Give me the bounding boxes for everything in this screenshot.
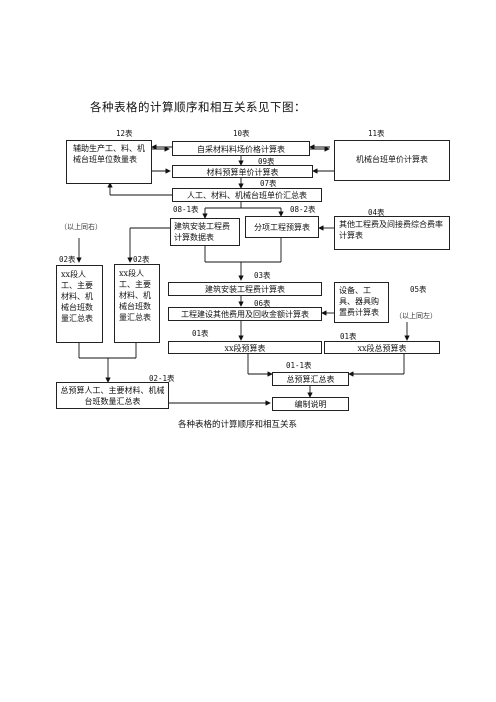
box-material-budget: 材料预算单价计算表 (172, 165, 313, 178)
box-other-fee: 其他工程费及间接费综合费率计算表 (334, 216, 450, 250)
box-seg-quantities: xx段人工、主要材料、机械台班数量汇总表 (56, 265, 103, 343)
label-08-2: 08-2表 (290, 205, 316, 214)
label-11: 11表 (368, 129, 385, 138)
box-seg-budget: xx段预算表 (168, 341, 322, 354)
box-summary-07: 人工、材料、机械台班单价汇总表 (172, 188, 322, 202)
box-build-fee: 建筑安装工程费计算表 (168, 282, 322, 296)
label-07: 07表 (260, 179, 277, 188)
figure-caption: 各种表格的计算顺序和相互关系 (178, 420, 298, 430)
box-machine-unit: 机械台班单价计算表 (334, 140, 450, 181)
label-04: 04表 (368, 208, 385, 217)
label-03: 03表 (254, 271, 271, 280)
box-sub-budget: 分项工程预算表 (245, 216, 319, 238)
label-08-1: 08-1表 (173, 205, 199, 214)
box-seg-total: xx段总预算表 (324, 341, 440, 354)
label-06: 06表 (254, 299, 271, 308)
box-self-material: 自采材料料场价格计算表 (172, 141, 310, 156)
label-02-left: 02表 (59, 255, 76, 264)
box-other-construction: 工程建设其他费用及回收金额计算表 (168, 307, 322, 321)
label-12: 12表 (116, 129, 133, 138)
label-01-left: 01表 (192, 329, 209, 338)
label-01-right: 01表 (340, 332, 357, 341)
box-aux-units: 辅助生产工、料、机械台班单位数量表 (66, 140, 152, 184)
note-same-as-left: （以上同左） (395, 312, 437, 320)
label-01-1: 01-1表 (286, 361, 312, 370)
label-09: 09表 (258, 157, 275, 166)
label-02-right: 02表 (133, 255, 150, 264)
box-build-data: 建筑安装工程费计算数据表 (170, 218, 240, 246)
label-10: 10表 (233, 129, 250, 138)
page-heading: 各种表格的计算顺序和相互关系见下图： (90, 100, 306, 114)
note-same-as-right: （以上同右） (60, 223, 102, 231)
box-seg-machine: xx段人工、主要材料、机械台班数量汇总表 (114, 264, 160, 343)
box-total-quantities: 总预算人工、主要材料、机械台班数量汇总表 (56, 382, 169, 409)
label-05: 05表 (410, 285, 427, 294)
box-equipment: 设备、工具、器具购置费计算表 (334, 282, 389, 323)
label-02-1: 02-1表 (149, 374, 175, 383)
box-total-summary: 总预算汇总表 (272, 372, 349, 386)
box-explain: 编制说明 (272, 397, 349, 411)
